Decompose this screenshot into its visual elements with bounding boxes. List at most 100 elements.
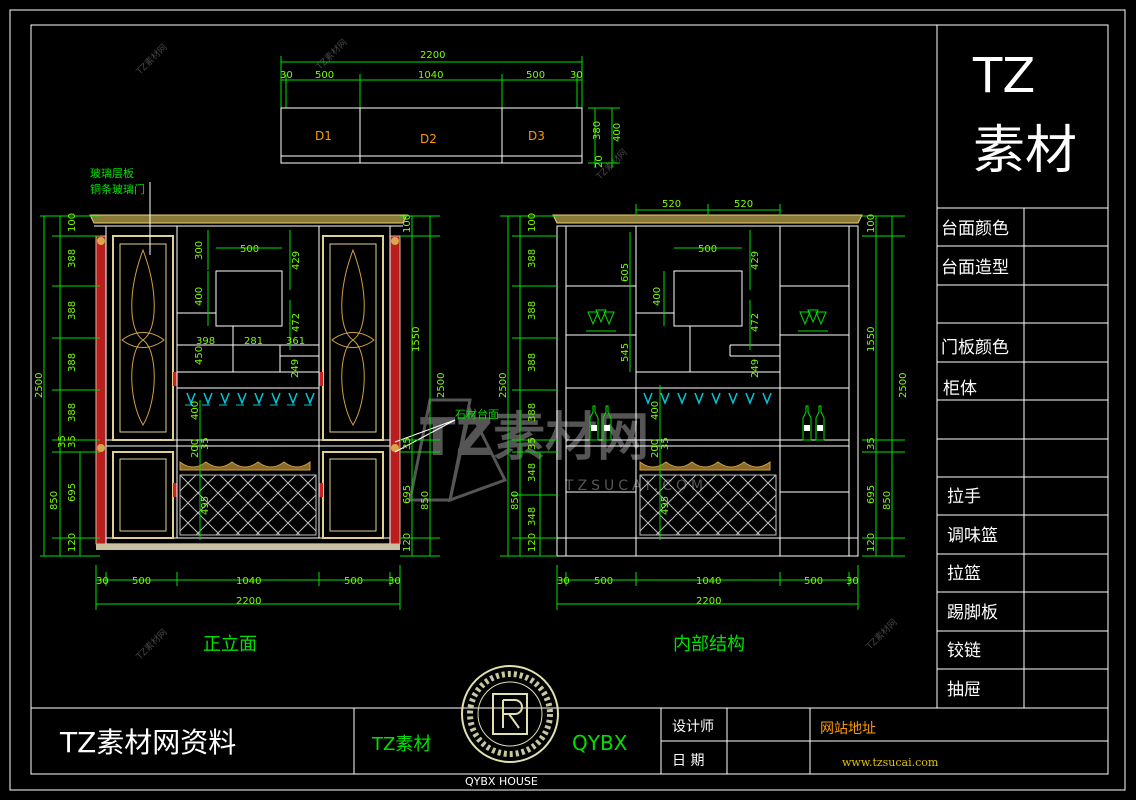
internal-bottle-rack	[639, 460, 771, 471]
internal-right-dim: 35	[866, 437, 877, 450]
top-dim: 500	[526, 70, 545, 81]
front-right-dim: 35	[402, 437, 413, 450]
internal-right-dim: 695	[866, 485, 877, 504]
front-bottom-dim: 500	[132, 576, 151, 587]
internal-inner-dim: 200	[650, 439, 661, 458]
front-right-dim: 120	[402, 533, 413, 552]
footer: TZ素材网资料 TZ素材 QYBX QYBX HOUSE 设计师 日 期 网站地…	[31, 665, 1108, 788]
left-glass-door	[112, 235, 174, 441]
internal-lattice	[639, 474, 777, 536]
top-label-d3: D3	[528, 129, 545, 143]
top-view: 2200 30 500 1040 500 30 D1 D2 D3 380 400…	[280, 50, 623, 168]
front-left-dim: 388	[67, 249, 78, 268]
internal-inner-dim: 500	[698, 244, 717, 255]
front-left-dim: 35	[57, 435, 68, 448]
annotation-glass-shelf: 玻璃层板	[90, 166, 134, 180]
front-right-dim: 850	[420, 491, 431, 510]
watermark-small: TZ素材网	[863, 616, 900, 653]
title-row: 踢脚板	[947, 603, 998, 623]
top-dim: 500	[315, 70, 334, 81]
front-right-dim: 2500	[436, 373, 447, 398]
front-inner-dim: 200	[190, 439, 201, 458]
front-inner-dim: 249	[290, 359, 301, 378]
watermark-layer: TZ素材网 TZSUCAI.COM TZ素材网 TZ素材网 TZ素材网 TZ素材…	[133, 36, 900, 663]
front-inner-dim: 400	[190, 401, 201, 420]
title-block: TZ 素材 台面颜色 台面造型 门板颜色 柜体 拉手 调味篮 拉篮 踢脚板 铰链…	[936, 25, 1108, 708]
front-inner-dim: 429	[291, 251, 302, 270]
top-view-body	[280, 107, 583, 164]
internal-left-dim: 388	[527, 301, 538, 320]
internal-left-dim: 348	[527, 463, 538, 482]
internal-left-dim: 120	[527, 533, 538, 552]
front-inner-dim: 35	[200, 437, 211, 450]
footer-designer-label: 设计师	[672, 719, 714, 735]
internal-left-dim: 850	[510, 491, 521, 510]
front-bottom-dim: 500	[344, 576, 363, 587]
internal-right-dim: 100	[866, 214, 877, 233]
title-row: 柜体	[943, 379, 977, 399]
top-view-total: 2200	[420, 50, 445, 61]
front-bottle-rack	[179, 460, 311, 471]
front-inner-dim: 361	[286, 336, 305, 347]
internal-left-dim: 100	[527, 213, 538, 232]
internal-carcass	[556, 225, 859, 557]
internal-bottom-dim: 500	[804, 576, 823, 587]
internal-left-dim: 348	[527, 507, 538, 526]
right-column	[389, 235, 401, 545]
plinth	[96, 544, 400, 550]
title-row: 拉手	[947, 487, 981, 507]
top-dim: 1040	[418, 70, 443, 81]
internal-glass-rack	[643, 392, 772, 406]
top-label-d2: D2	[420, 132, 437, 146]
front-inner-dim: 400	[194, 287, 205, 306]
internal-bottom-dim: 500	[594, 576, 613, 587]
front-inner-dim: 398	[196, 336, 215, 347]
internal-top-dim: 520	[662, 199, 681, 210]
front-bottom-dim: 30	[96, 576, 109, 587]
internal-inner-dim: 249	[750, 359, 761, 378]
internal-bottom-total: 2200	[696, 596, 721, 607]
footer-house: QYBX HOUSE	[465, 775, 538, 788]
annotation-stone-top: 石材台面	[455, 407, 499, 421]
front-inner-dim: 450	[194, 346, 205, 365]
front-left-dim: 120	[67, 533, 78, 552]
front-left-dim: 850	[49, 491, 60, 510]
title-row: 调味篮	[947, 526, 998, 546]
internal-bottles-right	[802, 405, 825, 441]
internal-bottom-dim: 1040	[696, 576, 721, 587]
internal-inner-dim: 605	[620, 263, 631, 282]
watermark-small: TZ素材网	[133, 41, 170, 78]
front-left-dim: 35	[67, 435, 78, 448]
footer-brand: TZ素材网资料	[59, 726, 236, 759]
title-row: 门板颜色	[941, 338, 1009, 358]
internal-inner-dim: 429	[750, 251, 761, 270]
watermark-small: TZ素材网	[313, 36, 350, 73]
front-inner-dim: 472	[291, 313, 302, 332]
internal-view: 520 520 500 605 400 429 472 545 249 400 …	[498, 199, 909, 655]
title-row: 拉篮	[947, 564, 981, 584]
internal-left-dim: 388	[527, 353, 538, 372]
footer-seal	[461, 665, 559, 763]
front-view: 500 300 400 429 472 398 281 361 450 249 …	[34, 166, 499, 655]
left-lower-door	[112, 451, 174, 539]
front-bottom-total: 2200	[236, 596, 261, 607]
front-view-caption: 正立面	[203, 634, 257, 655]
front-right-dim: 1550	[411, 327, 422, 352]
crown-moulding	[89, 214, 408, 224]
top-depth: 380	[592, 121, 603, 140]
front-glass-rack	[185, 392, 315, 406]
right-lower-door	[322, 451, 384, 539]
internal-right-dim: 2500	[898, 373, 909, 398]
internal-inner-dim: 472	[750, 313, 761, 332]
internal-wine-glasses-right	[798, 309, 828, 332]
title-row: 铰链	[947, 641, 981, 661]
footer-site-url: www.tzsucai.com	[842, 756, 939, 769]
internal-inner-dim: 495	[660, 496, 671, 515]
front-bottom-dim: 30	[388, 576, 401, 587]
top-label-d1: D1	[315, 129, 332, 143]
front-inner-dim: 281	[244, 336, 263, 347]
internal-right-dim: 1550	[866, 327, 877, 352]
title-row: 台面造型	[941, 258, 1009, 278]
internal-left-dim: 35	[527, 437, 538, 450]
